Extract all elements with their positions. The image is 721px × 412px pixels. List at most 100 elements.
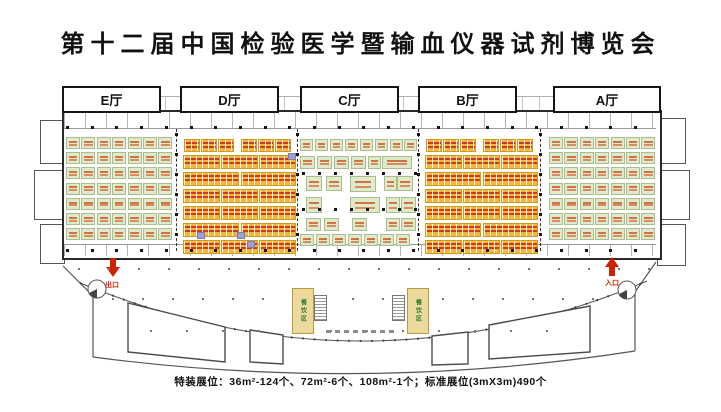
booth-special	[564, 167, 579, 180]
column-dot	[382, 172, 385, 175]
column-dot	[438, 330, 440, 332]
column-dot	[214, 126, 218, 129]
hall-label: D厅	[218, 93, 241, 108]
column-dot	[498, 268, 500, 270]
booth-standard	[241, 139, 257, 152]
booth-standard-row	[483, 172, 538, 186]
booth-special	[549, 197, 563, 210]
footer-note: 特装展位：36m²-124个、72m²-6个、108m²-1个；标准展位(3mX…	[174, 376, 547, 388]
hall-label-box: E厅	[62, 86, 161, 113]
booth-special	[641, 182, 656, 195]
column-dot	[417, 213, 420, 216]
hall-label-box: C厅	[300, 86, 399, 113]
column-dot	[411, 126, 415, 129]
booth-special	[127, 167, 142, 180]
booth-special	[143, 197, 157, 210]
column-dot	[90, 126, 94, 129]
door-mark	[344, 330, 349, 333]
booth-special	[127, 197, 142, 210]
column-dot	[112, 298, 114, 300]
left-wing	[34, 170, 65, 220]
booth-special	[595, 228, 610, 241]
column-dot	[528, 268, 530, 270]
booth-special	[641, 213, 656, 225]
column-dot	[584, 249, 588, 252]
column-dot	[461, 126, 465, 129]
column-dot	[350, 172, 353, 175]
column-dot	[408, 268, 410, 270]
column-dot	[411, 249, 415, 252]
booth-special	[143, 213, 157, 225]
service-area-block: 餐饮区	[407, 288, 429, 334]
booth-standard	[201, 139, 217, 152]
column-dot	[502, 298, 504, 300]
column-dot	[474, 330, 476, 332]
column-dot	[362, 249, 366, 252]
column-dot	[175, 173, 178, 176]
column-dot	[296, 133, 299, 136]
booth-special	[352, 218, 367, 231]
booth-special	[610, 152, 625, 165]
booth-special	[380, 234, 394, 246]
booth-special	[112, 182, 127, 195]
booth-special	[595, 167, 610, 180]
booth-special	[127, 213, 142, 225]
column-dot	[263, 126, 267, 129]
concourse-right-edge	[634, 261, 657, 351]
booth-standard	[184, 139, 200, 152]
booth-special	[549, 213, 563, 225]
booth-standard	[426, 139, 442, 152]
booth-special	[384, 176, 397, 191]
booth-special	[96, 197, 111, 210]
column-dot	[609, 249, 613, 252]
booth-special	[610, 213, 625, 225]
booth-special	[81, 228, 96, 241]
booth-special	[81, 152, 96, 165]
column-dot	[438, 268, 440, 270]
booth-special	[390, 139, 403, 151]
booth-special	[397, 176, 413, 191]
column-dot	[175, 193, 178, 196]
hall-label: A厅	[595, 93, 619, 108]
booth-special	[386, 197, 400, 213]
booth-special	[127, 228, 142, 241]
booth-special	[626, 182, 640, 195]
booth-special	[610, 137, 625, 149]
column-dot	[222, 330, 224, 332]
hall-label: E厅	[100, 93, 123, 108]
booth-standard	[460, 139, 476, 152]
booth-special	[143, 228, 157, 241]
booth-special	[326, 176, 342, 191]
booth-special	[350, 197, 380, 213]
booth-standard-row	[425, 172, 481, 186]
column-dot	[140, 126, 144, 129]
booth-special	[81, 167, 96, 180]
booth-special	[564, 152, 579, 165]
booth-special	[595, 213, 610, 225]
concourse-left-edge	[62, 265, 94, 357]
entrance-label: 入口	[605, 280, 619, 287]
column-dot	[334, 208, 337, 211]
booth-special	[81, 182, 96, 195]
column-dot	[318, 268, 320, 270]
column-dot	[510, 330, 512, 332]
booth-special	[610, 197, 625, 210]
booth-standard-row	[241, 172, 296, 186]
booth-special	[382, 156, 412, 169]
booth-special	[549, 228, 563, 241]
column-dot	[115, 249, 119, 252]
booth-special	[306, 176, 322, 191]
booth-standard-row	[425, 189, 462, 203]
booth-special	[595, 197, 610, 210]
column-dot	[175, 133, 178, 136]
booth-special	[626, 213, 640, 225]
column-dot	[198, 268, 200, 270]
booth-special	[626, 228, 640, 241]
escalator-icon	[392, 295, 405, 321]
hall-divider	[540, 129, 541, 251]
spiral-stair-icon	[87, 279, 107, 299]
booth-special	[96, 152, 111, 165]
booth-reserved	[288, 153, 296, 160]
booth-special	[364, 234, 378, 246]
